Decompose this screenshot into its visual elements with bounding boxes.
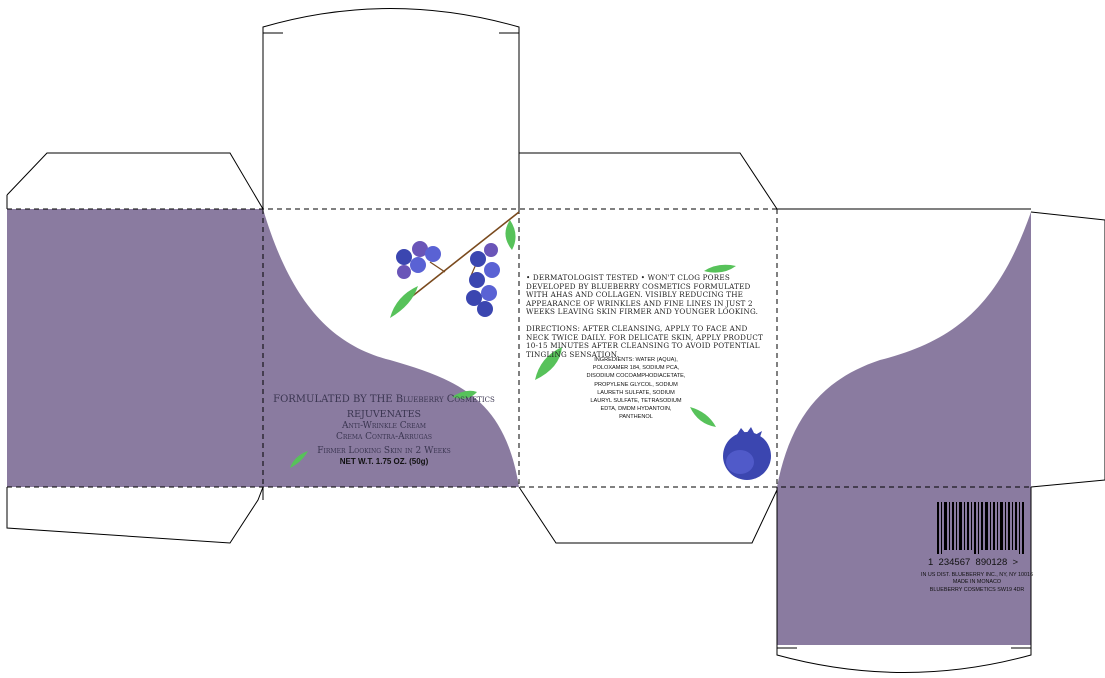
directions: DIRECTIONS: AFTER CLEANSING, APPLY TO FA…	[526, 323, 764, 359]
front-text-block: FORMULATED BY THE Blueberry Cosmetics RE…	[263, 394, 505, 467]
distributor: IN US DIST. BLUEBERRY INC., NY, NY 10016	[921, 572, 1033, 578]
back-bottom-panel-fill	[777, 487, 1031, 645]
back-info: IN US DIST. BLUEBERRY INC., NY, NY 10016…	[920, 572, 1034, 594]
top-flap-outline	[262, 8, 520, 209]
ingredients: INGREDIENTS: WATER (AQUA), POLOXAMER 184…	[586, 357, 686, 421]
left-bottom-dust-flap	[6, 486, 264, 544]
bottom-tuck-flap	[776, 487, 1032, 673]
blueberry-cluster-icon	[396, 211, 520, 317]
barcode-icon	[937, 502, 1024, 554]
back-panel-wave-fill	[777, 212, 1031, 487]
barcode-number: 1 234567 890128 >	[928, 557, 1019, 568]
front-panel-wave-fill	[263, 209, 519, 487]
leaf-icon	[290, 220, 736, 468]
glue-flap	[1030, 211, 1105, 488]
left-top-dust-flap	[6, 152, 264, 210]
single-blueberry-icon	[723, 427, 771, 480]
tagline: REJUVENATES	[346, 409, 422, 420]
side-top-dust-flap	[518, 152, 778, 210]
product-name-english: Anti-Wrinkle Cream	[341, 421, 427, 431]
product-description: DEVELOPED BY BLUEBERRY COSMETICS FORMULA…	[526, 281, 759, 317]
claims-line: • DERMATOLOGIST TESTED • WON'T CLOG PORE…	[526, 273, 730, 282]
net-weight: NET W.T. 1.75 OZ. (50g)	[339, 457, 429, 466]
side-bottom-dust-flap	[518, 486, 778, 544]
brand-line: FORMULATED BY THE Blueberry Cosmetics	[273, 394, 495, 405]
claim-text: Firmer Looking Skin in 2 Weeks	[317, 446, 451, 456]
side-claims: • DERMATOLOGIST TESTED • WON'T CLOG PORE…	[526, 273, 772, 359]
company-code: BLUEBERRY COSMETICS SW19 4DR	[929, 586, 1025, 593]
left-side-panel-fill	[7, 209, 263, 487]
origin: MADE IN MONACO	[952, 579, 1002, 586]
product-name-spanish: Crema Contra-Arrugas	[336, 432, 432, 442]
